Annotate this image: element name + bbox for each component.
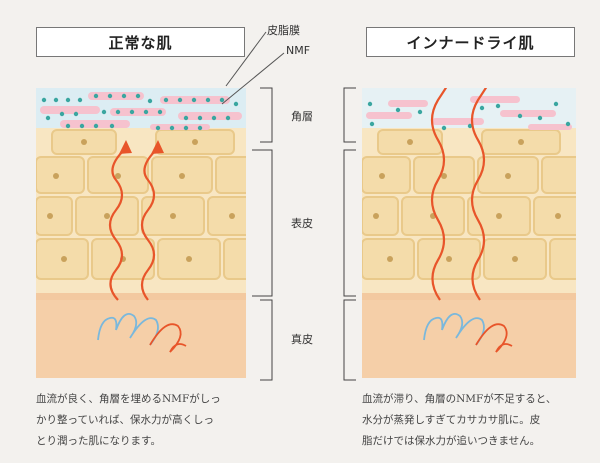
inner-dry-skin-title: インナードライ肌 (366, 27, 575, 57)
dermis-label: 真皮 (291, 333, 313, 346)
capillaries (97, 312, 187, 353)
callout-lines (221, 31, 285, 105)
caption-line: かり整っていれば、保水力が高くしっ (36, 414, 214, 426)
layer-brackets (252, 87, 356, 381)
moisture-arrows (430, 88, 488, 301)
caption-line: 血流が滞り、角層のNMFが不足すると、 (362, 393, 557, 405)
inner-dry-skin-caption: 血流が滞り、角層のNMFが不足すると、 水分が蒸発しすぎてカサカサ肌に。皮 脂だ… (362, 389, 600, 452)
arrow-heads (119, 140, 164, 154)
nmf-label: NMF (286, 44, 311, 57)
moisture-arrows (108, 149, 157, 301)
cell-nuclei (47, 139, 235, 262)
sebum-film-label: 皮脂膜 (267, 24, 300, 37)
horny-cells-pink (40, 92, 242, 130)
cell-nuclei (373, 139, 561, 262)
dermis-layer (36, 285, 246, 378)
epidermis-label: 表皮 (291, 217, 313, 230)
caption-line: 水分が蒸発しすぎてカサカサ肌に。皮 (362, 414, 541, 426)
normal-skin-title: 正常な肌 (36, 27, 245, 57)
normal-skin-caption: 血流が良く、角層を埋めるNMFがしっ かり整っていれば、保水力が高くしっ とり潤… (36, 389, 276, 452)
dermis-layer (362, 285, 576, 378)
arrow-heads (446, 62, 501, 77)
nmf-dots (367, 101, 571, 131)
nmf-dots (41, 93, 239, 131)
normal-skin-diagram (36, 88, 246, 378)
stratum-corneum-label: 角層 (291, 110, 313, 123)
horny-cells-pink (366, 96, 572, 130)
caption-line: とり潤った肌になります。 (36, 435, 161, 447)
inner-dry-skin-diagram (362, 62, 576, 378)
capillaries (423, 312, 513, 353)
epidermis-cells (36, 129, 246, 280)
caption-line: 血流が良く、角層を埋めるNMFがしっ (36, 393, 221, 405)
caption-line: 脂だけでは保水力が追いつきません。 (362, 435, 541, 447)
